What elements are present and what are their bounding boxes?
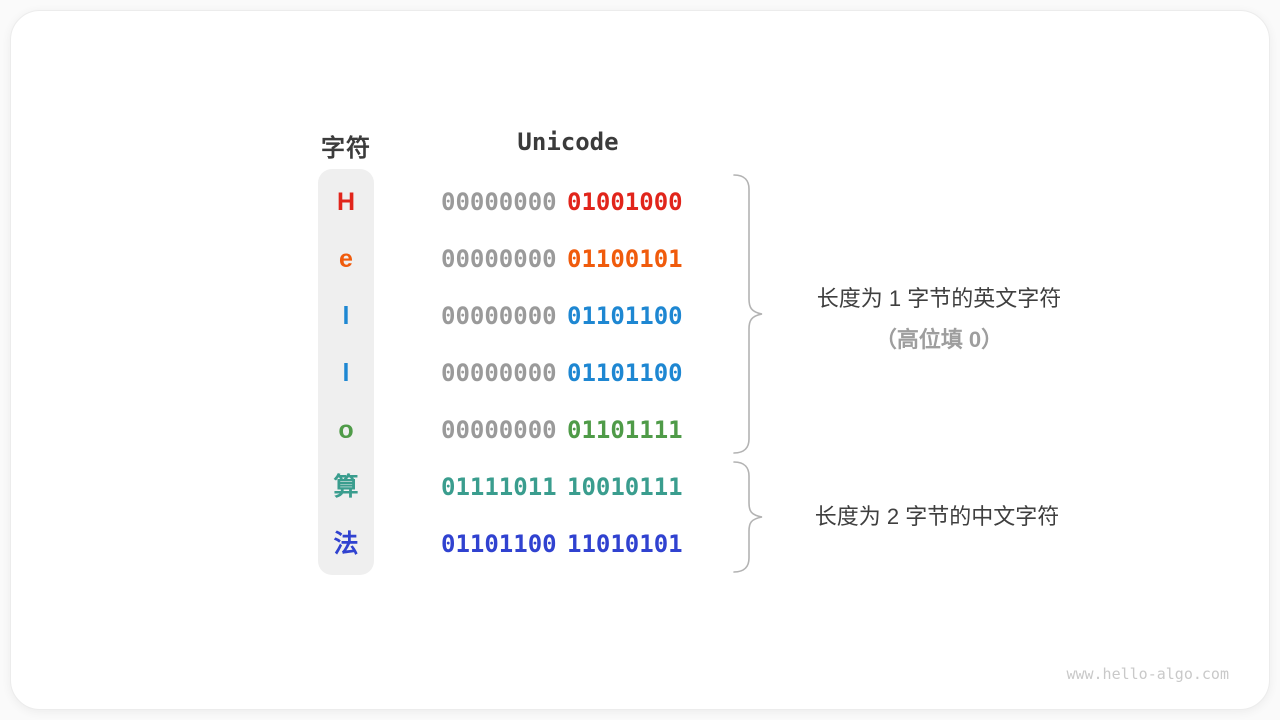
unicode-high-byte: 00000000 — [441, 416, 557, 444]
unicode-low-byte: 01101100 — [567, 359, 683, 387]
annotation-line-2: （高位填 0） — [874, 327, 1004, 352]
column-header-character: 字符 — [321, 135, 371, 162]
unicode-high-byte: 00000000 — [441, 245, 557, 273]
website-watermark: www.hello-algo.com — [1066, 665, 1229, 683]
unicode-low-byte: 11010101 — [567, 530, 683, 558]
character-cell: 法 — [333, 530, 359, 558]
character-column-strip — [318, 169, 374, 575]
table-row: l 00000000 01101100 — [11, 296, 1269, 336]
character-cell: l — [342, 359, 350, 387]
brace-one-byte-group — [733, 174, 763, 454]
annotation-line-1: 长度为 1 字节的英文字符 — [816, 286, 1062, 311]
character-cell: e — [339, 245, 353, 273]
character-cell: l — [342, 302, 350, 330]
table-row: o 00000000 01101111 — [11, 410, 1269, 450]
annotation-line-1: 长度为 2 字节的中文字符 — [814, 504, 1060, 529]
column-header-unicode: Unicode — [517, 128, 619, 156]
unicode-low-byte: 01001000 — [567, 188, 683, 216]
annotation-english-chars: 长度为 1 字节的英文字符 （高位填 0） — [817, 281, 1061, 354]
unicode-high-byte: 00000000 — [441, 188, 557, 216]
table-row: l 00000000 01101100 — [11, 353, 1269, 393]
table-row: e 00000000 01100101 — [11, 239, 1269, 279]
unicode-high-byte: 00000000 — [441, 302, 557, 330]
unicode-low-byte: 01100101 — [567, 245, 683, 273]
annotation-chinese-chars: 长度为 2 字节的中文字符 — [815, 499, 1059, 531]
character-cell: H — [336, 188, 356, 216]
unicode-low-byte: 10010111 — [567, 473, 683, 501]
table-row: H 00000000 01001000 — [11, 182, 1269, 222]
brace-two-byte-group — [733, 461, 763, 573]
character-cell: 算 — [333, 473, 359, 501]
diagram-card: 字符 Unicode H 00000000 01001000 e 0000000… — [10, 10, 1270, 710]
unicode-high-byte: 00000000 — [441, 359, 557, 387]
unicode-low-byte: 01101100 — [567, 302, 683, 330]
table-row: 算 01111011 10010111 — [11, 467, 1269, 507]
unicode-high-byte: 01101100 — [441, 530, 557, 558]
unicode-high-byte: 01111011 — [441, 473, 557, 501]
unicode-low-byte: 01101111 — [567, 416, 683, 444]
character-cell: o — [338, 416, 354, 444]
table-row: 法 01101100 11010101 — [11, 524, 1269, 564]
